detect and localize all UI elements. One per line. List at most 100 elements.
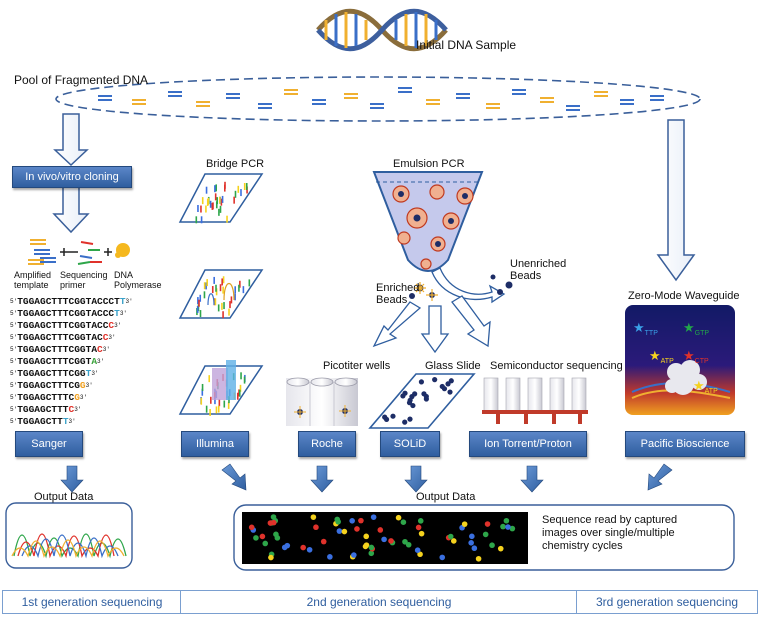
sequence-line: 5'TGGAGCTTTCGGT3'	[10, 368, 133, 380]
five-prime-marker: 5'	[10, 382, 18, 389]
cluster-dot	[284, 542, 291, 549]
sanger-reagents-icon	[28, 239, 130, 265]
ngs-output-label: Output Data	[416, 491, 476, 503]
unenriched-beads	[490, 274, 513, 295]
sanger-output-label: Output Data	[34, 491, 94, 503]
three-prime-marker: 3'	[74, 406, 82, 413]
three-prime-marker: 3'	[79, 394, 88, 401]
slide-bead	[445, 381, 451, 387]
semiconductor-label: Semiconductor sequencing	[490, 360, 623, 372]
sequence-line: 5'TGGAGCTTTCGGTACCCTT3'	[10, 296, 133, 308]
arrow-to-zmw	[656, 119, 696, 282]
dna-fragments	[98, 87, 664, 111]
star-icon: ★	[683, 320, 695, 335]
slide-bead	[407, 416, 413, 422]
cluster-dot	[505, 524, 511, 530]
five-prime-marker: 5'	[10, 322, 18, 329]
cluster-dot	[262, 540, 269, 547]
amplified-template-label: Amplified template	[14, 270, 52, 290]
sequence-line: 5'TGGAGCTTT3'	[10, 416, 133, 428]
dna-helix-icon	[316, 8, 448, 52]
cluster-dot	[461, 521, 468, 527]
five-prime-marker: 5'	[10, 310, 18, 317]
cluster-dot	[248, 524, 255, 531]
cluster-dot	[300, 544, 306, 551]
platform-illumina[interactable]: Illumina	[181, 431, 249, 457]
cluster-dot	[447, 533, 454, 540]
sequence-line: 5'TGGAGCTTTCGGTACC3'	[10, 332, 133, 344]
arrow-to-sanger-prep	[52, 185, 90, 234]
unenriched-arrow	[431, 267, 506, 304]
five-prime-marker: 5'	[10, 358, 18, 365]
sequence-line: 5'TGGAGCTTTCGGTA3'	[10, 356, 133, 368]
sequence-line: 5'TGGAGCTTTCGGTACCCT3'	[10, 308, 133, 320]
terminal-base: G	[74, 392, 80, 403]
three-prime-marker: 3'	[102, 346, 110, 353]
three-prime-marker: 3'	[125, 298, 133, 305]
cluster-dot	[439, 554, 446, 561]
platform-roche[interactable]: Roche	[298, 431, 356, 457]
emulsion-tube	[372, 171, 484, 272]
picotiter-wells	[286, 377, 358, 426]
nucleotide-ctp: ★CTP	[683, 347, 709, 365]
cluster-dot	[482, 531, 489, 538]
cluster-dot	[336, 528, 343, 534]
terminal-base: T	[62, 416, 69, 427]
arrow-to-semiconductor	[451, 295, 491, 348]
terminal-base: T	[85, 368, 92, 379]
platform-ion-torrent[interactable]: Ion Torrent/Proton	[469, 431, 587, 457]
sequence-text: TGGAGCTTTCGGTACC	[17, 320, 109, 331]
cluster-dot	[362, 543, 369, 550]
first-generation-label: 1st generation sequencing	[2, 590, 182, 614]
sequence-text: TGGAGCTTTCGGTAC	[17, 332, 103, 343]
cluster-dot	[370, 514, 377, 520]
cluster-dot	[335, 518, 341, 525]
sequence-text: TGGAGCTTTCGGTACCCT	[17, 296, 120, 307]
sequence-text: TGGAGCTT	[17, 416, 63, 427]
glass-slide	[368, 373, 476, 429]
five-prime-marker: 5'	[10, 346, 18, 353]
five-prime-marker: 5'	[10, 418, 18, 425]
sequence-text: TGGAGCTTTCGGT	[17, 356, 92, 367]
platform-pacbio[interactable]: Pacific Bioscience	[625, 431, 745, 457]
cluster-dot	[259, 533, 266, 540]
arrow-roche-output	[310, 465, 334, 493]
cluster-dot	[253, 535, 259, 541]
sequence-line: 5'TGGAGCTTTCG3'	[10, 392, 133, 404]
five-prime-marker: 5'	[10, 394, 18, 401]
nucleotide-label: GTP	[694, 330, 710, 337]
slide-bead	[432, 377, 438, 383]
cluster-dot	[469, 533, 475, 540]
sequence-line: 5'TGGAGCTTTC3'	[10, 404, 133, 416]
semiconductor-chip	[482, 377, 588, 424]
star-icon: ★	[683, 348, 695, 363]
cluster-dot	[354, 526, 360, 532]
bridge-pcr-label: Bridge PCR	[206, 158, 265, 170]
cluster-dot	[306, 546, 313, 553]
five-prime-marker: 5'	[10, 370, 18, 377]
sequence-line: 5'TGGAGCTTTCGGTAC3'	[10, 344, 133, 356]
cluster-dot	[395, 514, 402, 521]
star-icon: ★	[633, 320, 645, 335]
arrow-to-glass-slide	[420, 305, 450, 354]
flowcell-2	[178, 269, 264, 319]
cluster-dot	[388, 538, 394, 544]
cluster-dot	[268, 554, 274, 561]
chromatogram	[5, 502, 133, 569]
platform-sanger[interactable]: Sanger	[15, 431, 83, 457]
platform-solid[interactable]: SOLiD	[380, 431, 440, 457]
slide-bead	[406, 400, 413, 406]
zmw-label: Zero-Mode Waveguide	[628, 290, 740, 302]
initial-dna-title: Initial DNA Sample	[416, 38, 517, 52]
three-prime-marker: 3'	[85, 382, 93, 389]
terminal-base: T	[114, 308, 120, 319]
cluster-dot	[418, 530, 425, 537]
cluster-dot	[368, 550, 375, 557]
dna-polymerase-label: DNA Polymerase	[114, 270, 162, 290]
cluster-dot	[471, 545, 478, 552]
cluster-dot	[500, 523, 506, 530]
arrow-solid-output	[404, 465, 428, 493]
slide-bead	[447, 389, 453, 395]
enriched-beads	[409, 282, 438, 301]
